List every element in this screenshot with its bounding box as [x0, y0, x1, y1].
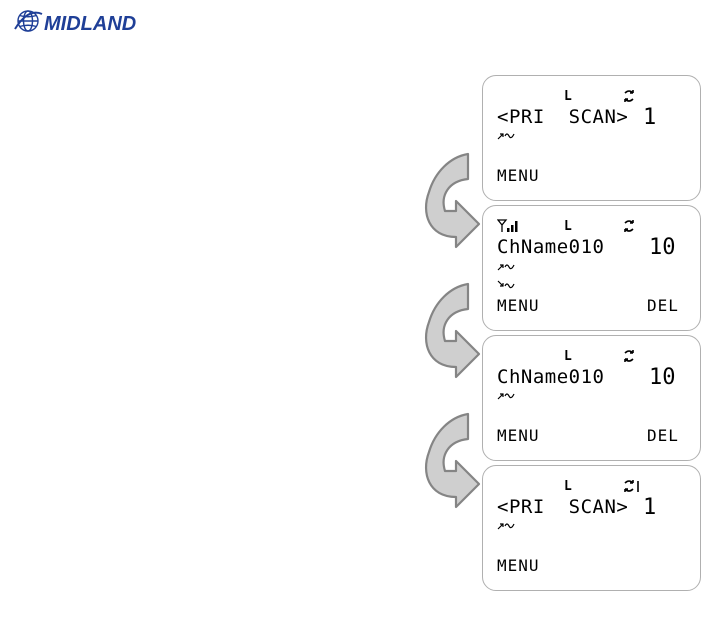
left-softkey-label[interactable]: MENU [497, 558, 540, 574]
scan-mode-icon [622, 89, 636, 103]
signal-strength-icon [497, 219, 521, 233]
main-display-text: <PRI SCAN> [497, 108, 628, 127]
lcd-screen-3: L ChName010 10 MENU DEL [482, 335, 701, 461]
left-softkey-label[interactable]: MENU [497, 428, 540, 444]
lcd-screen-4: L <PRI SCAN> 1 MENU [482, 465, 701, 591]
lcd-screen-1: L <PRI SCAN> 1 MENU [482, 75, 701, 201]
channel-name-text: ChName010 [497, 238, 604, 257]
left-softkey-label[interactable]: MENU [497, 168, 540, 184]
flow-arrow-2 [423, 282, 483, 378]
power-level-indicator: L [564, 220, 572, 233]
lcd-screen-2: L ChName010 10 MENU DEL [482, 205, 701, 331]
scan-mode-icon [622, 349, 636, 363]
midland-logo: MIDLAND [12, 6, 187, 36]
flow-arrow-1 [423, 152, 483, 248]
main-display-text: <PRI SCAN> [497, 498, 628, 517]
transmit-wave-icon [497, 130, 515, 140]
globe-icon [15, 11, 42, 31]
delete-softkey-label[interactable]: DEL [647, 298, 679, 314]
delete-softkey-label[interactable]: DEL [647, 428, 679, 444]
channel-number: 10 [649, 237, 676, 259]
power-level-indicator: L [564, 90, 572, 103]
transmit-wave-icon [497, 390, 515, 400]
channel-number: 1 [643, 107, 656, 129]
scan-mode-icon [622, 219, 636, 233]
channel-number: 1 [643, 497, 656, 519]
power-level-indicator: L [564, 350, 572, 363]
flow-arrow-3 [423, 412, 483, 508]
receive-wave-icon [497, 280, 515, 290]
transmit-wave-icon [497, 520, 515, 530]
channel-name-text: ChName010 [497, 368, 604, 387]
channel-number: 10 [649, 367, 676, 389]
scan-mode-icon [622, 479, 642, 493]
left-softkey-label[interactable]: MENU [497, 298, 540, 314]
power-level-indicator: L [564, 480, 572, 493]
transmit-wave-icon [497, 261, 515, 271]
brand-wordmark: MIDLAND [44, 13, 136, 35]
